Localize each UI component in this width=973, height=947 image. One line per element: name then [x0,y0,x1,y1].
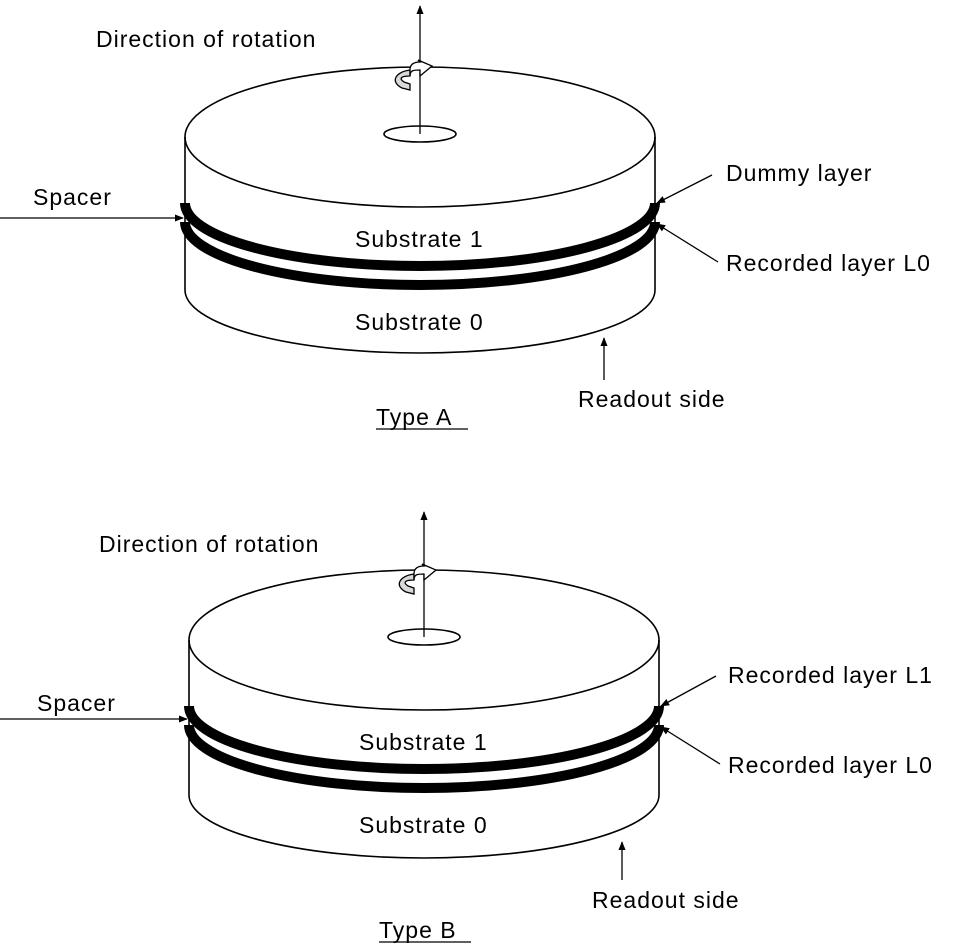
type-b-direction-label: Direction of rotation [99,531,319,557]
type-b-diagram: Direction of rotation Spacer Substrate 1… [0,511,933,943]
type-b-upper-layer-leader [660,675,717,707]
type-b-substrate1-label: Substrate 1 [359,729,488,755]
type-a-upper-layer-label: Dummy layer [726,160,872,186]
type-a-lower-layer-label: Recorded layer L0 [726,250,931,276]
type-b-readout-label: Readout side [592,887,740,913]
type-a-dummy-layer-band [180,202,660,271]
type-b-upper-layer-label: Recorded layer L1 [728,662,933,688]
type-a-disc-side [184,137,656,354]
type-b-caption: Type B [379,917,457,943]
type-a-direction-label: Direction of rotation [96,26,316,52]
type-a-caption: Type A [376,404,452,430]
type-a-lower-layer-leader [656,223,719,263]
type-b-spacer-label: Spacer [37,690,116,716]
type-b-disc-side [188,640,660,859]
type-b-substrate0-label: Substrate 0 [359,812,488,838]
type-a-diagram: Direction of rotation Spacer Substrate 1… [0,5,931,430]
type-b-lower-layer-label: Recorded layer L0 [728,752,933,778]
type-b-l1-layer-band [184,705,664,774]
type-a-rotation-curl-icon [394,59,434,91]
type-a-substrate0-label: Substrate 0 [355,309,484,335]
type-a-substrate1-label: Substrate 1 [355,226,484,252]
type-a-spacer-label: Spacer [33,184,112,210]
type-b-l0-layer-band [184,724,664,793]
type-b-rotation-curl-icon [398,563,438,595]
type-a-recorded-layer-band [180,221,660,290]
type-b-lower-layer-leader [660,726,721,765]
type-a-readout-label: Readout side [578,386,726,412]
type-a-upper-layer-leader [656,174,713,204]
